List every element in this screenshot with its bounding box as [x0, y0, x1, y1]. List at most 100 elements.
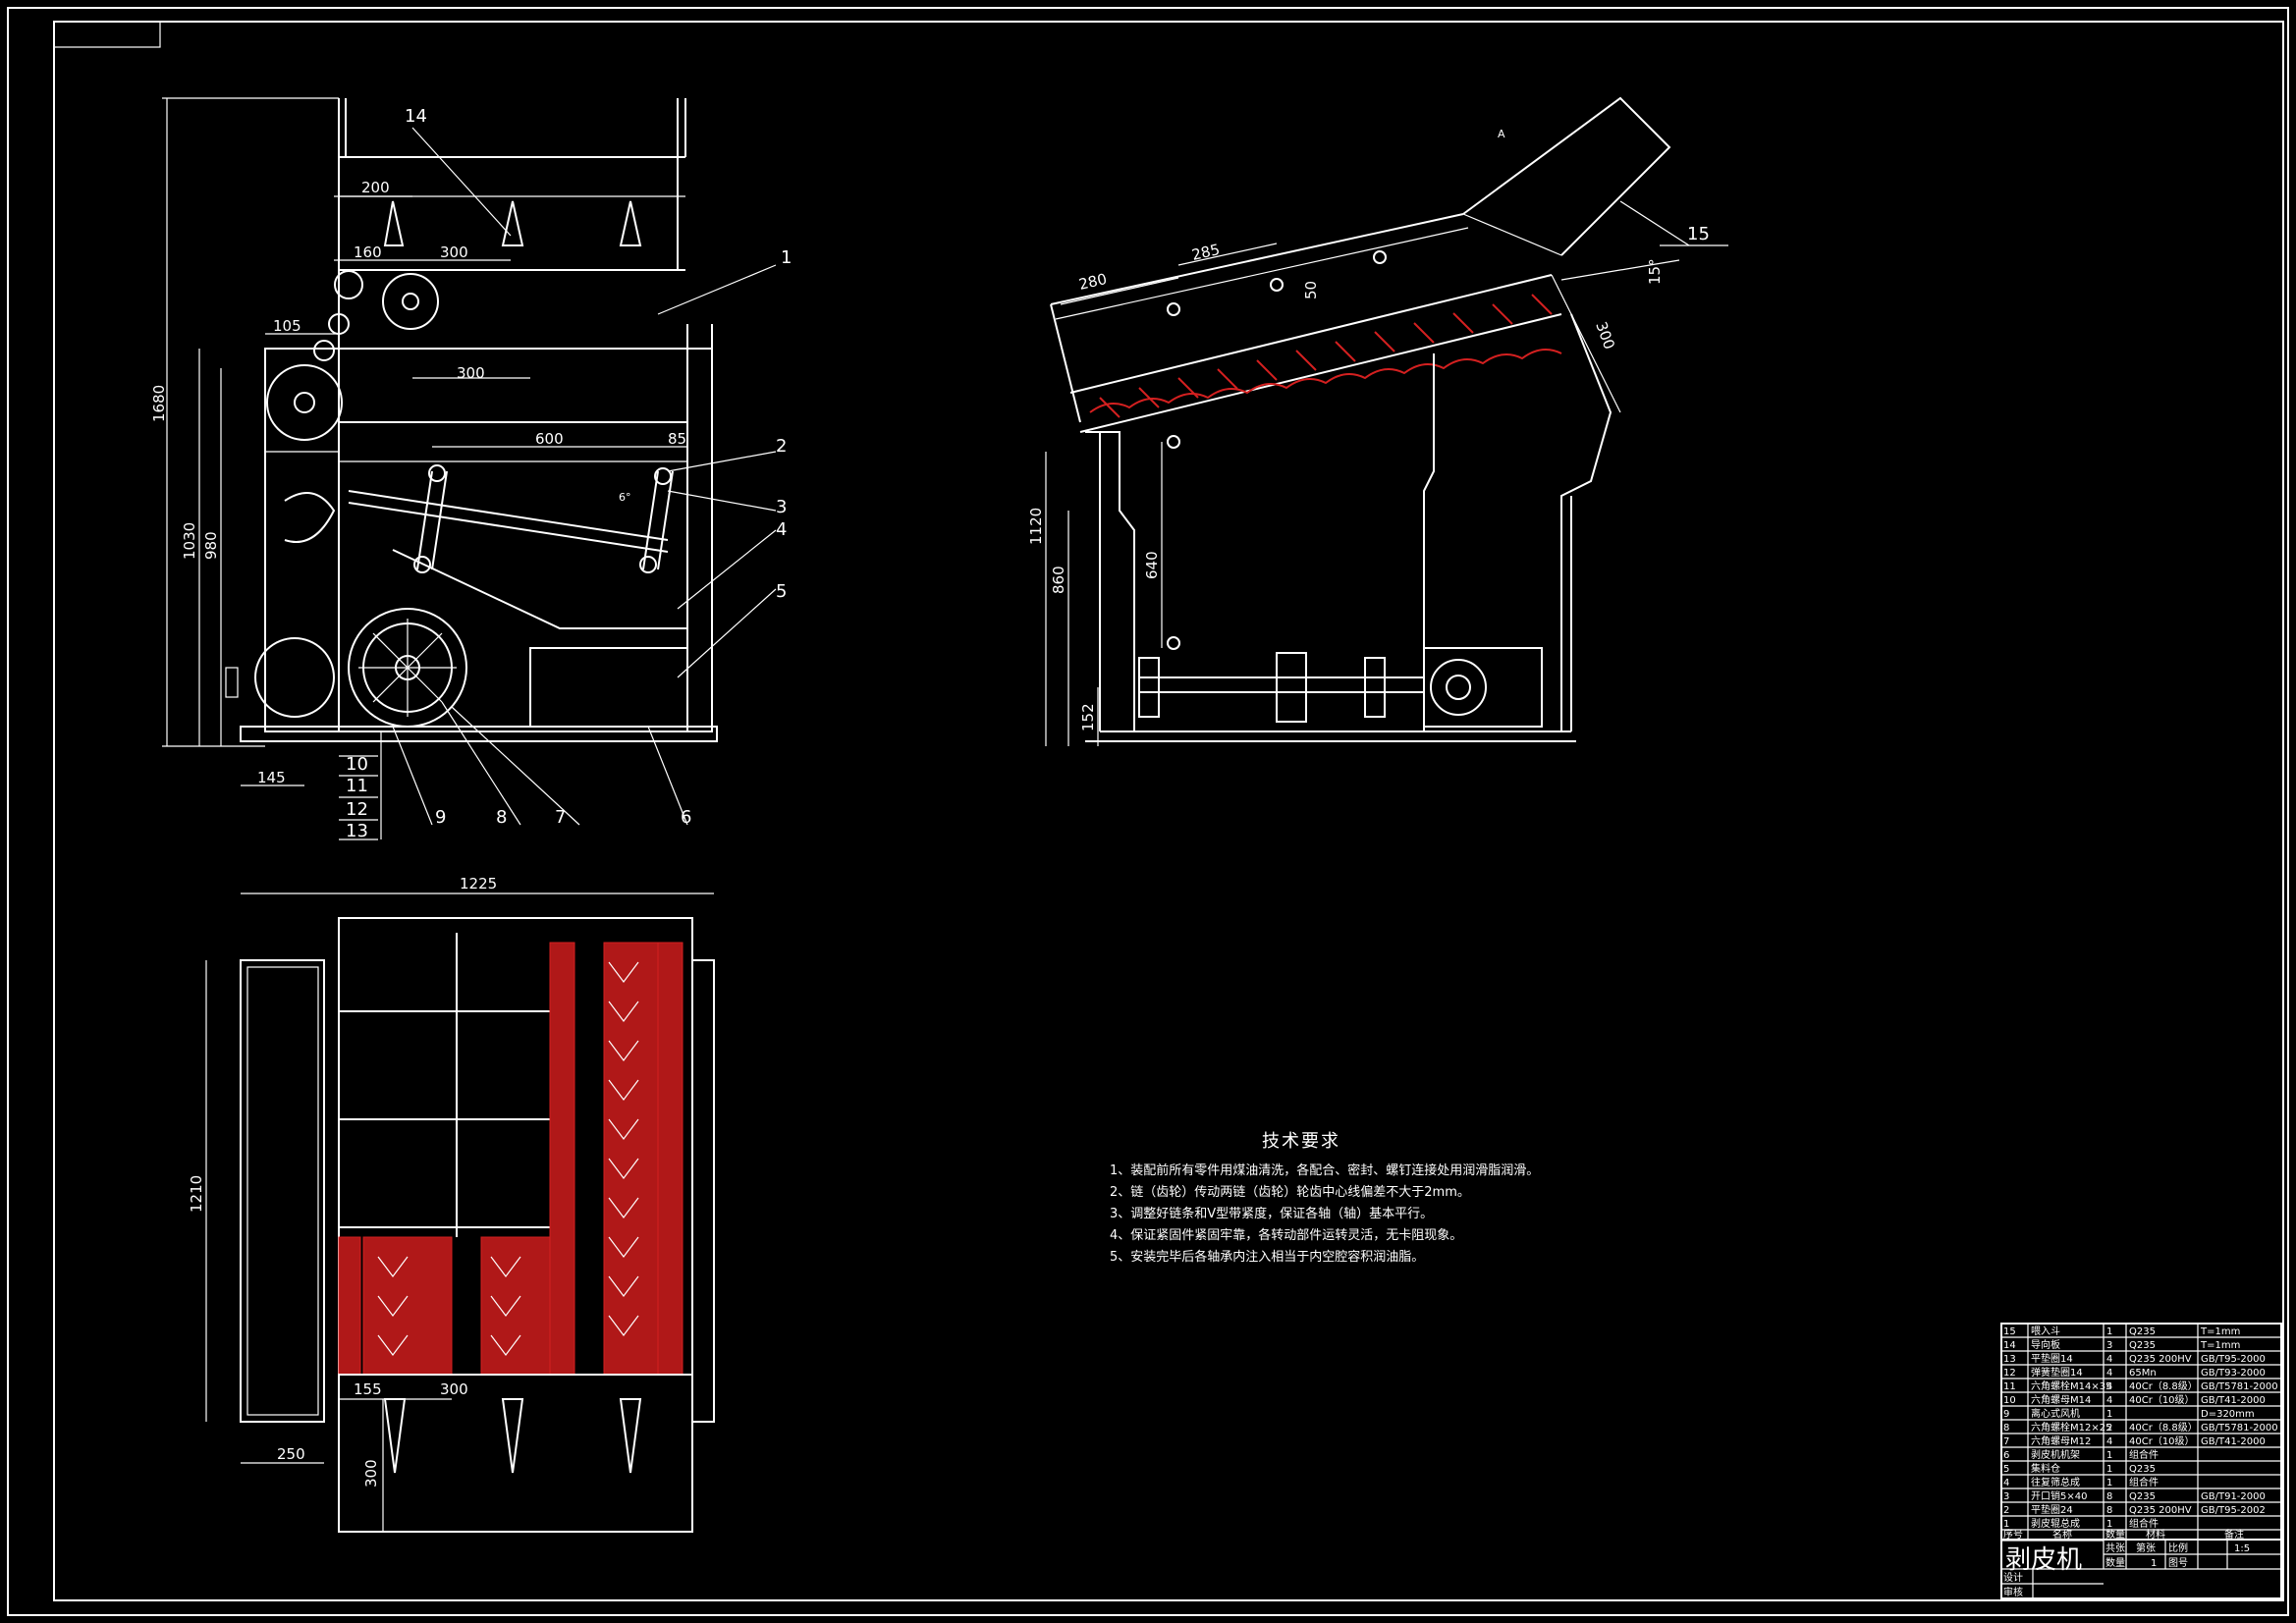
tb-scale-label: 比例: [2168, 1542, 2188, 1554]
bom-cell: GB/T95-2002: [2201, 1505, 2266, 1516]
top-view: [205, 893, 715, 1533]
top-view-dimensions: 1225 1210 155 300 250 300: [188, 875, 497, 1488]
bom-cell: 12: [2003, 1368, 2016, 1379]
bom-cell: 组合件: [2129, 1476, 2159, 1488]
callout-15: 15: [1687, 224, 1710, 244]
bom-cell: 10: [2003, 1395, 2016, 1406]
bom-cell: 1: [2106, 1450, 2112, 1461]
bom-cell: 4: [2106, 1395, 2112, 1406]
bom-cell: Q235: [2129, 1340, 2156, 1351]
bom-cell: 40Cr（10级）: [2129, 1435, 2195, 1447]
dim-side-1120: 1120: [1027, 508, 1045, 545]
callout-2: 2: [776, 436, 787, 457]
bom-cell: 喂入斗: [2031, 1325, 2060, 1337]
dim-side-285: 285: [1190, 241, 1222, 264]
bom-cell: 剥皮机机架: [2031, 1448, 2080, 1461]
bom-cell: 40Cr（8.8级）: [2129, 1422, 2198, 1434]
bom-cell: Q235: [2129, 1464, 2156, 1475]
bom-cell: 1: [2106, 1519, 2112, 1530]
bom-cell: 4: [2106, 1368, 2112, 1379]
dim-front-145: 145: [257, 769, 286, 786]
callout-3: 3: [776, 497, 787, 517]
callout-1: 1: [781, 247, 792, 268]
bom-cell: T=1mm: [2200, 1340, 2240, 1351]
dim-top-250: 250: [277, 1445, 305, 1463]
tb-qty-label: 数量: [2105, 1556, 2125, 1569]
tech-requirement-5: 5、安装完毕后各轴承内注入相当于内空腔容积润油脂。: [1110, 1250, 1425, 1265]
dim-top-1210: 1210: [188, 1175, 205, 1213]
dim-front-angle: 6°: [619, 491, 631, 504]
bom-cell: GB/T41-2000: [2201, 1436, 2266, 1447]
bom-cell: 7: [2003, 1436, 2009, 1447]
callout-8: 8: [496, 807, 507, 828]
dim-top-300b: 300: [362, 1459, 380, 1488]
callout-11: 11: [346, 776, 368, 796]
bom-cell: 11: [2003, 1381, 2016, 1392]
callout-10: 10: [346, 754, 368, 775]
bom-cell: 2: [2003, 1505, 2009, 1516]
bom-cell: GB/T5781-2000: [2201, 1381, 2278, 1392]
callout-4: 4: [776, 519, 787, 540]
bom-cell: 4: [2106, 1436, 2112, 1447]
technical-requirements: 技术要求 1、装配前所有零件用煤油清洗，各配合、密封、螺钉连接处用润滑脂润滑。 …: [1110, 1127, 1699, 1269]
bom-cell: 离心式风机: [2031, 1407, 2080, 1420]
bom-cell: 2: [2106, 1423, 2112, 1434]
dim-side-280: 280: [1077, 270, 1109, 294]
bom-cell: 1: [2003, 1519, 2009, 1530]
tech-requirement-2: 2、链（齿轮）传动两链（齿轮）轮齿中心线偏差不大于2mm。: [1110, 1185, 1470, 1200]
callouts: 1 2 3 4 5 6 7 8 9 10 11 12 13 14 15: [346, 106, 1710, 841]
bom-cell: 15: [2003, 1326, 2016, 1337]
bom-header-qty: 数量: [2105, 1528, 2125, 1541]
bom-cell: 14: [2003, 1340, 2016, 1351]
bom-header-material: 材料: [2146, 1528, 2165, 1541]
dim-front-300a: 300: [440, 243, 468, 261]
bom-cell: GB/T5781-2000: [2201, 1423, 2278, 1434]
tech-requirement-4: 4、保证紧固件紧固牢靠，各转动部件运转灵活，无卡阻现象。: [1110, 1228, 1463, 1243]
front-view: [162, 97, 777, 840]
callout-9: 9: [435, 807, 446, 828]
dim-side-300: 300: [1592, 319, 1618, 352]
callout-7: 7: [555, 807, 566, 828]
dim-front-300b: 300: [457, 364, 485, 382]
dim-front-85: 85: [668, 430, 686, 448]
bom-cell: 六角螺栓M12×25: [2031, 1421, 2111, 1434]
tech-requirement-3: 3、调整好链条和V型带紧度，保证各轴（轴）基本平行。: [1110, 1207, 1434, 1221]
bom-cell: 4: [2106, 1381, 2112, 1392]
bom-cell: 六角螺母M12: [2031, 1435, 2091, 1447]
bom-cell: GB/T41-2000: [2201, 1395, 2266, 1406]
dim-front-160: 160: [354, 243, 382, 261]
dim-side-15deg: 15°: [1646, 258, 1664, 285]
tb-sheets-total: 共张: [2105, 1542, 2125, 1554]
callout-12: 12: [346, 799, 368, 820]
bom-cell: 8: [2106, 1505, 2112, 1516]
bom-cell: GB/T95-2000: [2201, 1354, 2266, 1365]
tb-drawing-no-label: 图号: [2168, 1557, 2188, 1569]
bom-cell: Q235 200HV: [2129, 1354, 2192, 1365]
bom-cell: GB/T91-2000: [2201, 1491, 2266, 1502]
bom-cell: 65Mn: [2129, 1368, 2157, 1379]
bom-cell: 1: [2106, 1326, 2112, 1337]
drawing-border: [7, 7, 2289, 1616]
bom-cell: D=320mm: [2201, 1409, 2255, 1420]
bom-cell: 往复筛总成: [2031, 1476, 2080, 1488]
dim-side-152: 152: [1079, 703, 1097, 731]
tb-scale-value: 1:5: [2234, 1543, 2250, 1554]
bom-header-seq: 序号: [2003, 1528, 2023, 1541]
tech-requirements-title: 技术要求: [1262, 1131, 1340, 1152]
bom-cell: Q235: [2129, 1326, 2156, 1337]
dim-side-640: 640: [1143, 551, 1161, 579]
side-view: [1045, 96, 1728, 746]
dim-front-105: 105: [273, 317, 301, 335]
bom-cell: 8: [2003, 1423, 2009, 1434]
bom-cell: 集料仓: [2031, 1462, 2060, 1475]
bom-cell: 8: [2106, 1491, 2112, 1502]
bom-cell: 5: [2003, 1464, 2009, 1475]
dim-front-980: 980: [202, 531, 220, 560]
bom-cell: 组合件: [2129, 1517, 2159, 1530]
bom-cell: 弹簧垫圈14: [2031, 1366, 2083, 1379]
bom-cell: 1: [2106, 1478, 2112, 1488]
bom-cell: 9: [2003, 1409, 2009, 1420]
bom-cell: 4: [2106, 1354, 2112, 1365]
bom-cell: Q235: [2129, 1491, 2156, 1502]
